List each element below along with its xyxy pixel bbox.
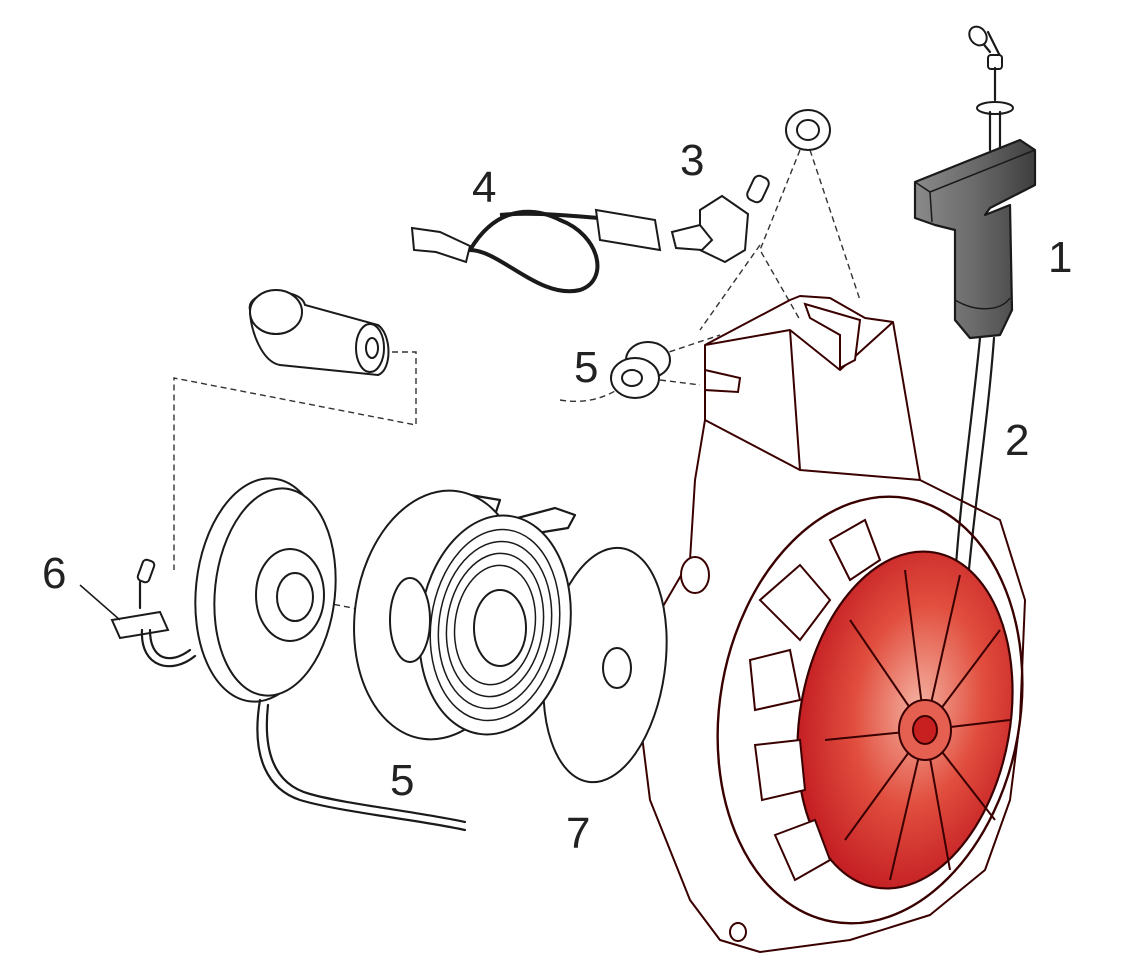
callout-6: 6 [42,549,66,598]
callout-4: 4 [472,163,496,212]
callout-1: 1 [1048,233,1072,282]
recoil-spring-part [353,489,577,741]
callout-7: 7 [566,809,590,858]
pull-handle-part [913,25,1037,340]
grommet-part [610,341,671,399]
callout-3: 3 [680,136,704,185]
starter-rope-part [953,336,996,582]
washer-disc-part [542,546,668,784]
pawl-bolt-part [79,558,197,668]
sleeve-part [248,289,390,377]
callout-labels: 1 2 3 4 5 5 6 7 [42,136,1072,858]
rope-pulley-part [194,477,467,832]
callout-2: 2 [1005,416,1029,465]
switch-part [670,109,831,264]
callout-5-spring: 5 [390,756,414,805]
callout-5-grommet: 5 [574,343,598,392]
starter-housing-part [639,295,1026,953]
wire-part [410,208,662,294]
